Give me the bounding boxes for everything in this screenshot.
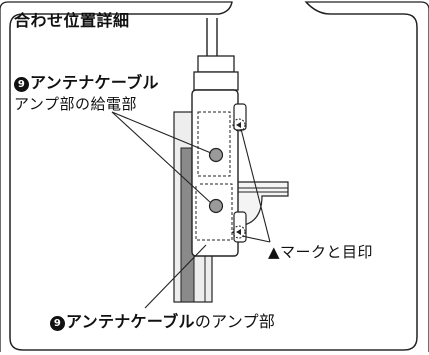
leader-lines (111, 111, 271, 309)
amplifier-unit (191, 55, 247, 257)
amplifier-feed-label: アンプ部の給電部 (14, 95, 137, 113)
amplifier-part-suffix: のアンプ部 (194, 312, 276, 331)
antenna-cable-name: アンテナケーブル (30, 73, 159, 92)
alignment-mark-label: ▲マークと目印 (268, 243, 374, 261)
number-badge: 9 (50, 316, 65, 331)
diagram-title: 合わせ位置詳細 (14, 11, 130, 30)
number-badge: 9 (14, 77, 29, 92)
antenna-cable-name: アンテナケーブル (66, 312, 195, 331)
antenna-cable-wire (206, 18, 218, 56)
